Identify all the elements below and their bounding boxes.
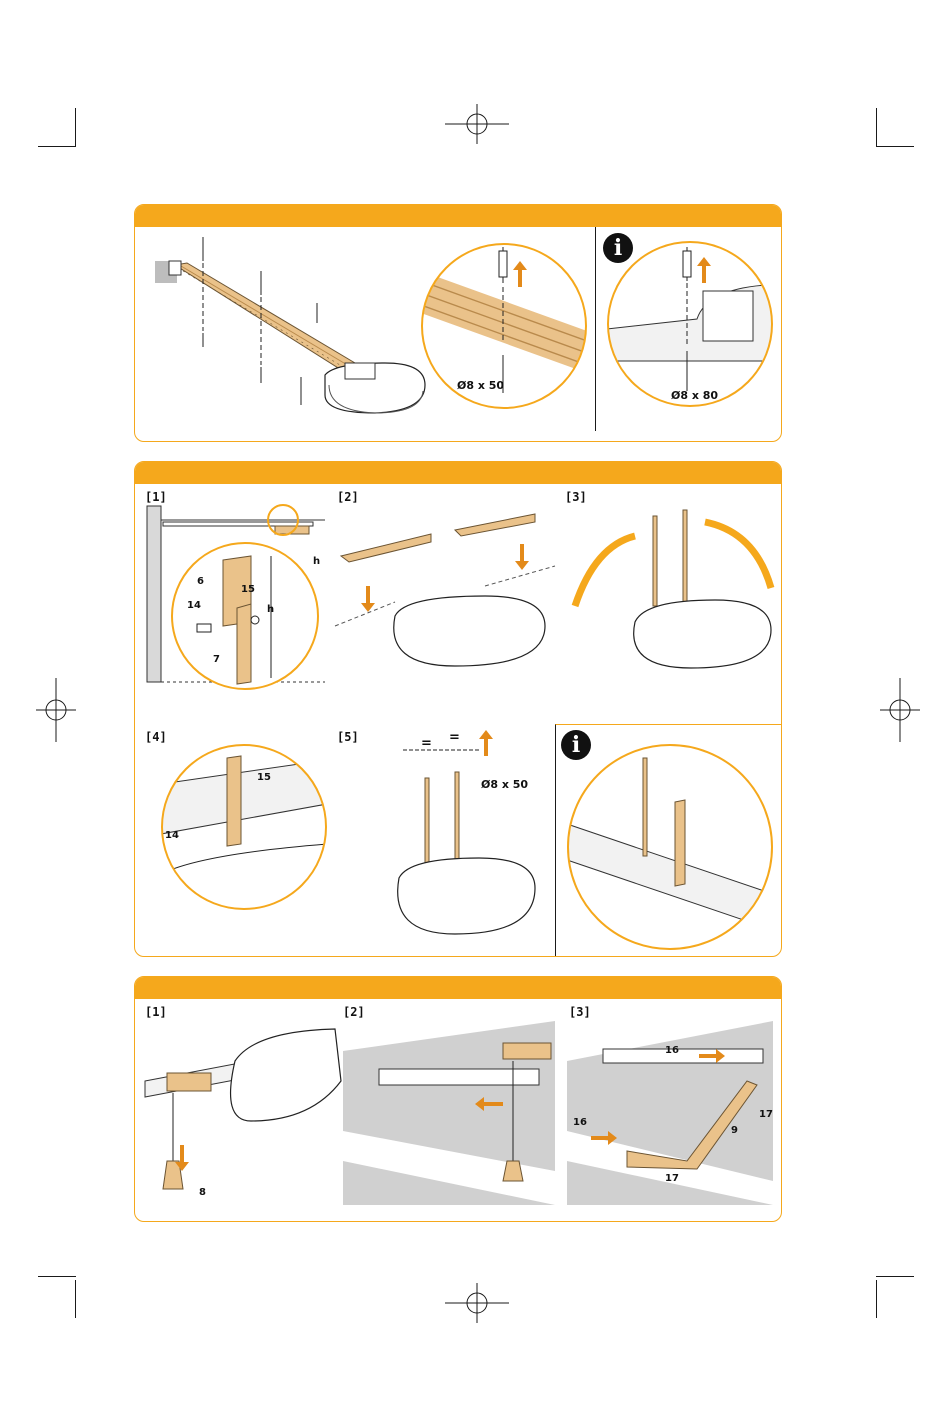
crop-mark (75, 108, 76, 146)
section-2-panel: [1] h h 6 15 14 7 [2] [3] (134, 461, 782, 957)
dimension-h-top: h (313, 556, 320, 567)
release-cord-pull-illustration (343, 1021, 555, 1205)
section-3-header-bar (135, 977, 781, 999)
arrow-up-icon (513, 261, 527, 287)
step-label: [3] (565, 490, 587, 504)
arrow-right-icon (591, 1131, 617, 1145)
part-6-label: 6 (197, 576, 204, 587)
section-2-header-bar (135, 462, 781, 484)
arrow-left-icon (475, 1097, 503, 1111)
callout-screw-label: Ø8 x 50 (457, 379, 504, 392)
section-3-panel: [1] 8 [2] [3] 16 16 9 17 17 (134, 976, 782, 1222)
section-1-header-bar (135, 205, 781, 227)
info-screw-label: Ø8 x 80 (671, 389, 718, 402)
arrow-down-icon (361, 586, 375, 612)
bracket-detail-callout (171, 542, 319, 690)
part-9-label: 9 (731, 1125, 738, 1136)
part-15-label: 15 (241, 584, 255, 595)
arrow-right-icon (699, 1049, 725, 1063)
part-17-label: 17 (665, 1173, 679, 1184)
rail-with-motor-illustration (145, 235, 445, 435)
step-label: [2] (343, 1005, 365, 1019)
crop-mark (876, 108, 877, 146)
arrow-up-icon (697, 257, 711, 283)
step-label: [5] (337, 730, 359, 744)
crop-mark (876, 1276, 914, 1277)
info-fixing-callout (607, 241, 773, 407)
part-16-label: 16 (573, 1117, 587, 1128)
info-bracket-callout (567, 744, 773, 950)
bracket-mounting-callout (161, 744, 327, 910)
arrow-down-icon (515, 544, 529, 570)
part-15-label: 15 (257, 772, 271, 783)
crop-mark (38, 1276, 76, 1277)
arrow-down-icon (175, 1145, 189, 1171)
callout-source-circle (267, 504, 299, 536)
crop-mark (876, 146, 914, 147)
part-14-label: 14 (165, 830, 179, 841)
crop-mark (75, 1280, 76, 1318)
crop-mark (876, 1280, 877, 1318)
brackets-rotating-illustration (565, 506, 775, 686)
crop-mark (38, 146, 76, 147)
step-label: [1] (145, 1005, 167, 1019)
step-label: [3] (569, 1005, 591, 1019)
step-label: [2] (337, 490, 359, 504)
part-7-label: 7 (213, 654, 220, 665)
registration-mark-top (445, 104, 509, 144)
registration-mark-left (36, 678, 76, 742)
brackets-fixed-illustration (375, 742, 545, 942)
step-label: [1] (145, 490, 167, 504)
section-1-panel: Ø8 x 50 i Ø8 x 80 (134, 204, 782, 442)
dimension-h-bracket: h (267, 604, 274, 615)
part-8-label: 8 (199, 1187, 206, 1198)
step-label: [4] (145, 730, 167, 744)
registration-mark-bottom (445, 1283, 509, 1323)
release-cord-illustration (145, 1021, 341, 1217)
part-16-label: 16 (665, 1045, 679, 1056)
part-17-label: 17 (759, 1109, 773, 1120)
part-14-label: 14 (187, 600, 201, 611)
registration-mark-right (880, 678, 920, 742)
section-1-divider (595, 227, 596, 431)
